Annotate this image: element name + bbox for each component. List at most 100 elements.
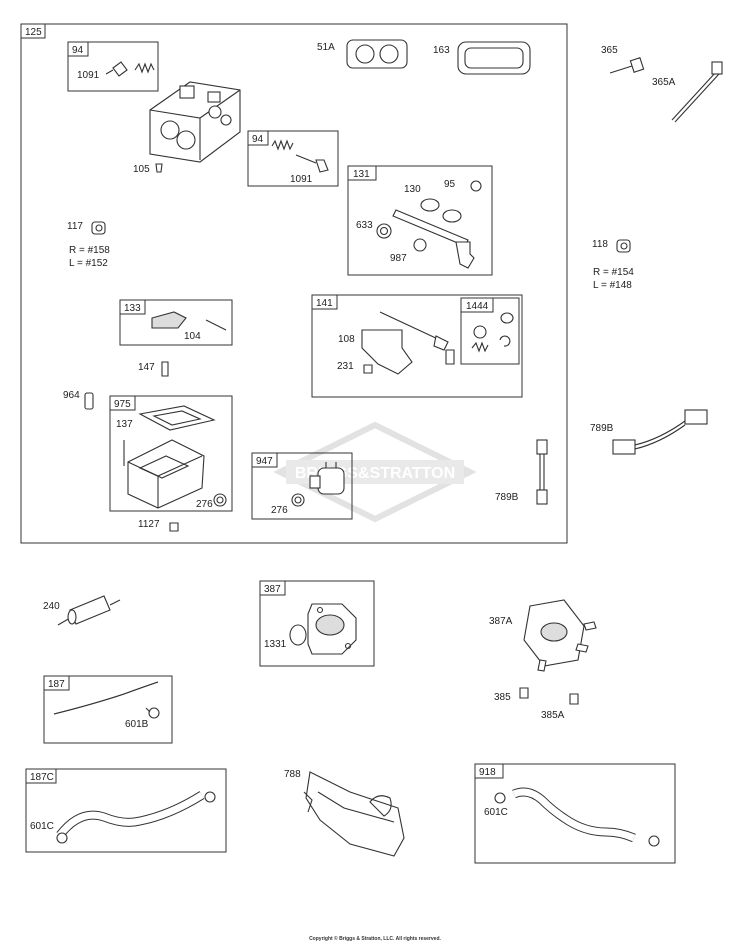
- box-141: [311, 294, 523, 398]
- label-104: 104: [184, 331, 201, 342]
- screw-385a: [569, 693, 579, 705]
- label-601c-918: 601C: [484, 807, 508, 818]
- label-964: 964: [63, 390, 80, 401]
- box-187c: [25, 768, 227, 853]
- box-387: [259, 580, 375, 667]
- label-789b-inner: 789B: [495, 492, 519, 503]
- kit-1444-parts: [471, 312, 514, 353]
- float-bowl-975: [123, 439, 205, 509]
- jet-105: [155, 163, 163, 173]
- clamp-601c-right: [204, 791, 216, 803]
- label-601c: 601C: [30, 821, 54, 832]
- label-789b: 789B: [590, 423, 614, 434]
- tag-box-1444: [460, 297, 494, 313]
- label-108: 108: [338, 334, 355, 345]
- tag-box-131: [347, 165, 377, 181]
- tag-133: 133: [124, 303, 141, 314]
- tag-box-94-upper: [67, 41, 89, 57]
- tag-975: 975: [114, 399, 131, 410]
- choke-plate-141: [361, 311, 455, 375]
- tag-187c: 187C: [30, 772, 54, 783]
- wire-harness-789b: [612, 409, 708, 455]
- screw-385: [519, 687, 529, 699]
- box-918: [474, 763, 676, 864]
- main-jet-117: [91, 221, 106, 235]
- tag-1444: 1444: [466, 301, 489, 312]
- box-94-upper: [67, 41, 159, 92]
- label-1127: 1127: [138, 519, 160, 530]
- fuel-pump-387a: [523, 599, 597, 672]
- tag-94-lower: 94: [252, 134, 264, 145]
- clamp-601c-left: [56, 832, 68, 844]
- spring-94-upper: [134, 62, 155, 74]
- needle-valve-1091-lower: [295, 154, 329, 173]
- tag-918: 918: [479, 767, 496, 778]
- bolt-365a: [671, 61, 723, 123]
- label-105: 105: [133, 164, 150, 175]
- label-276-975: 276: [196, 499, 213, 510]
- brand-watermark: BRIGGS&STRATTON: [273, 421, 477, 523]
- box-131: [347, 165, 493, 276]
- tag-box-187c: [25, 768, 57, 784]
- throttle-shaft-131: [376, 180, 482, 269]
- tag-94-upper: 94: [72, 45, 84, 56]
- label-118-left: L = #148: [593, 280, 632, 291]
- tag-141: 141: [316, 298, 333, 309]
- bolt-365: [609, 57, 645, 74]
- label-51a: 51A: [317, 42, 335, 53]
- label-95: 95: [444, 179, 456, 190]
- label-118: 118: [592, 239, 608, 250]
- tag-387: 387: [264, 584, 281, 595]
- fuel-solenoid-947: [309, 462, 345, 495]
- tag-box-387: [259, 580, 286, 596]
- clamp-601b: [145, 707, 160, 719]
- clamp-601c-918-right: [648, 835, 660, 847]
- label-117-left: L = #152: [69, 258, 108, 269]
- box-975: [109, 395, 233, 512]
- tag-box-947: [251, 452, 278, 468]
- box-125: [20, 23, 568, 544]
- wire-harness-789b-inner: [536, 439, 548, 505]
- tag-box-975: [109, 395, 136, 411]
- tag-box-133: [119, 299, 146, 315]
- label-276-947: 276: [271, 505, 288, 516]
- gasket-276-975: [213, 493, 227, 507]
- tag-947: 947: [256, 456, 273, 467]
- label-137: 137: [116, 419, 133, 430]
- fuel-line-187: [53, 681, 159, 715]
- box-187: [43, 675, 173, 744]
- gasket-163: [457, 41, 531, 75]
- tag-box-187: [43, 675, 70, 691]
- label-163: 163: [433, 45, 450, 56]
- box-133: [119, 299, 233, 346]
- tag-131: 131: [353, 169, 370, 180]
- fuel-pump-387: [307, 603, 357, 655]
- fuel-line-918: [512, 787, 636, 843]
- label-231: 231: [337, 361, 354, 372]
- label-385a: 385A: [541, 710, 565, 721]
- fuel-filter-240: [57, 595, 121, 626]
- label-117: 117: [67, 221, 83, 232]
- box-94-lower: [247, 130, 339, 187]
- label-365a: 365A: [652, 77, 676, 88]
- gasket-276-947: [291, 493, 305, 507]
- box-947: [251, 452, 353, 520]
- choke-lever-133: [151, 311, 227, 331]
- label-601b: 601B: [125, 719, 149, 730]
- label-1091-lower: 1091: [290, 174, 313, 185]
- screw-231: [363, 364, 373, 374]
- fuel-line-187c: [56, 791, 205, 838]
- tag-box-94-lower: [247, 130, 269, 146]
- tag-box-125: [20, 23, 46, 39]
- label-788: 788: [284, 769, 301, 780]
- label-987: 987: [390, 253, 407, 264]
- label-240: 240: [43, 601, 60, 612]
- copyright-notice: Copyright © Briggs & Stratton, LLC. All …: [309, 936, 441, 942]
- label-118-right: R = #154: [593, 267, 634, 278]
- label-117-right: R = #158: [69, 245, 110, 256]
- tag-box-141: [311, 294, 338, 310]
- label-1091-upper: 1091: [77, 70, 100, 81]
- label-387a: 387A: [489, 616, 513, 627]
- label-633: 633: [356, 220, 373, 231]
